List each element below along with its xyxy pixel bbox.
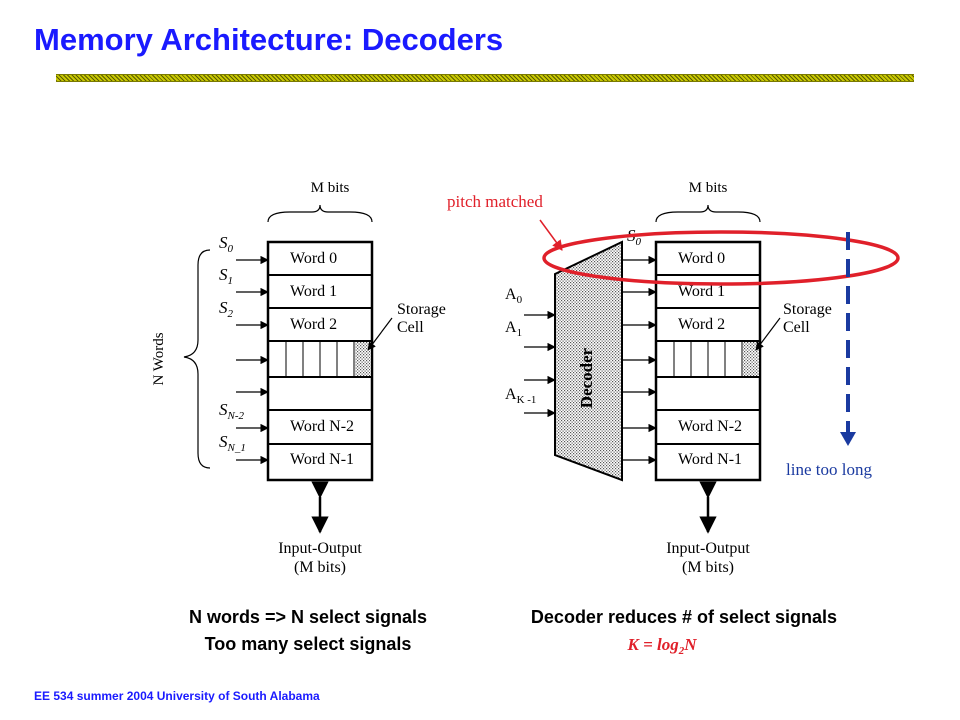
right-word-n-1: Word N-1 <box>678 451 742 468</box>
left-word-1: Word 1 <box>290 283 337 300</box>
page-title: Memory Architecture: Decoders <box>34 22 504 57</box>
right-word-0: Word 0 <box>678 250 725 267</box>
right-caption-line1: Decoder reduces # of select signals <box>531 607 837 627</box>
left-mbits-label: M bits <box>311 180 350 196</box>
address-label-ak-1: AK -1 <box>505 386 536 406</box>
left-memory-diagram: M bits Word 0 Word 1 Word 2 Word N-2 Wor… <box>151 180 446 654</box>
left-word-0: Word 0 <box>290 250 337 267</box>
left-word-2: Word 2 <box>290 316 337 333</box>
pitch-matched-label: pitch matched <box>447 192 543 211</box>
right-storage-label-line2: Cell <box>783 319 810 336</box>
right-word-n-2: Word N-2 <box>678 418 742 435</box>
right-mbits-label: M bits <box>689 180 728 196</box>
left-storage-pointer <box>367 317 393 351</box>
long-line-arrowhead <box>840 432 856 446</box>
left-select-label-n-1: SN_1 <box>219 432 246 454</box>
address-label-a0: A0 <box>505 286 523 306</box>
decoder-block <box>554 240 623 482</box>
right-storage-pointer <box>755 317 781 351</box>
footer-text: EE 534 summer 2004 University of South A… <box>34 689 320 703</box>
title-divider <box>56 74 914 82</box>
right-io-label-line2: (M bits) <box>682 559 734 576</box>
line-too-long-label: line too long <box>786 460 872 479</box>
left-select-label-1: S1 <box>219 265 233 287</box>
right-memory-diagram: M bits Word 0 Word 1 Word 2 Word N-2 Wor… <box>447 180 900 657</box>
right-storage-label-line1: Storage <box>783 301 832 318</box>
right-storage-cell <box>743 342 759 376</box>
left-io-label-line2: (M bits) <box>294 559 346 576</box>
left-storage-cell <box>355 342 371 376</box>
left-select-label-2: S2 <box>219 298 234 320</box>
left-select-label-0: S0 <box>219 233 234 255</box>
right-mbits-brace <box>655 204 761 223</box>
left-caption-line2: Too many select signals <box>205 634 412 654</box>
left-io-label-line1: Input-Output <box>278 540 362 557</box>
address-label-a1: A1 <box>505 319 522 339</box>
decoder-label: Decoder <box>577 347 596 408</box>
pitch-matched-ellipse <box>542 230 900 286</box>
k-log-formula: K = log2N <box>626 635 697 657</box>
n-words-label: N Words <box>151 332 167 385</box>
pitch-matched-pointer <box>539 219 563 251</box>
left-caption-line1: N words => N select signals <box>189 607 427 627</box>
left-word-n-1: Word N-1 <box>290 451 354 468</box>
n-words-brace <box>183 249 211 469</box>
left-word-n-2: Word N-2 <box>290 418 354 435</box>
left-storage-label-line1: Storage <box>397 301 446 318</box>
left-storage-label-line2: Cell <box>397 319 424 336</box>
right-word-2: Word 2 <box>678 316 725 333</box>
right-io-label-line1: Input-Output <box>666 540 750 557</box>
left-mbits-brace <box>267 204 373 223</box>
right-word-1: Word 1 <box>678 283 725 300</box>
left-select-label-n-2: SN-2 <box>219 400 245 422</box>
